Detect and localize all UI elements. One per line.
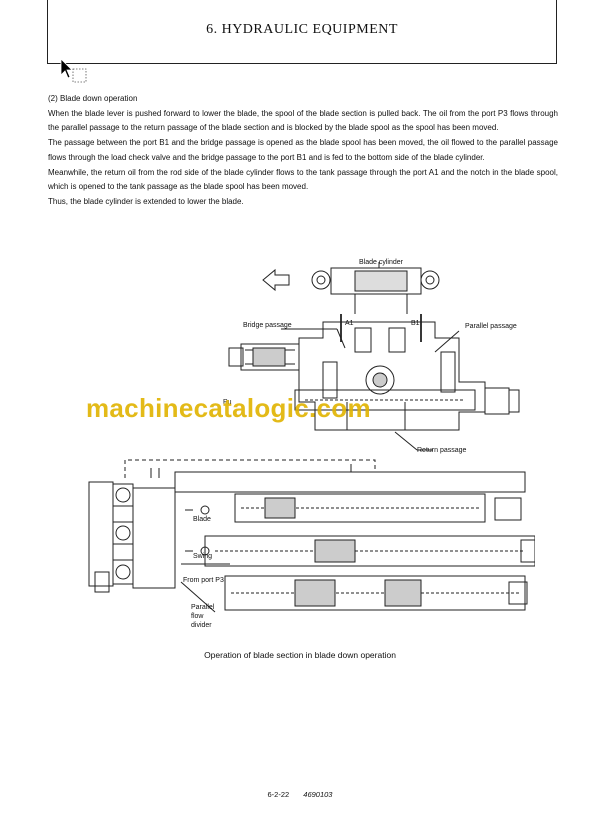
watermark: machinecatalogic.com (86, 393, 371, 423)
label-blade-cylinder: Blade cylinder (359, 259, 404, 266)
label-from-port-p3: From port P3 (183, 577, 224, 584)
label-parallel-flow-divider: flow (191, 613, 204, 620)
header-frame: 6. HYDRAULIC EQUIPMENT (47, 0, 557, 64)
paragraph: Meanwhile, the return oil from the rod s… (48, 167, 558, 192)
paragraph: Thus, the blade cylinder is extended to … (48, 196, 244, 206)
label-a1: A1 (345, 320, 354, 327)
label-bridge-passage: Bridge passage (243, 322, 292, 329)
body-text: (2) Blade down operation When the blade … (48, 92, 558, 210)
mouse-pointer-icon (60, 58, 90, 93)
label-parallel-passage: Parallel passage (465, 323, 517, 330)
blade-cylinder (311, 267, 440, 314)
blade-section-valve (228, 314, 520, 431)
page-footer: 6-2-22 4690103 (0, 790, 600, 799)
control-valve-assembly (88, 459, 536, 613)
arrow-left-icon (262, 268, 290, 292)
label-pu: Pu (223, 399, 232, 406)
paragraph: When the blade lever is pushed forward t… (48, 108, 558, 133)
figure-caption: Operation of blade section in blade down… (204, 650, 396, 660)
paragraph: The passage between the port B1 and the … (48, 138, 558, 162)
hydraulic-diagram: Blade cylinder Bridge passage A1 B1 Para… (55, 252, 536, 649)
page-number: 6-2-22 (267, 790, 290, 799)
label-return-passage: Return passage (417, 447, 467, 454)
label-parallel-flow-divider: divider (191, 622, 212, 629)
label-swing: Swing (193, 553, 212, 560)
label-b1: B1 (411, 320, 420, 327)
label-blade: Blade (193, 516, 211, 523)
section-heading: (2) Blade down operation (48, 94, 138, 103)
label-parallel-flow-divider: Parallel (191, 604, 215, 611)
document-number: 4690103 (303, 790, 333, 799)
page-title: 6. HYDRAULIC EQUIPMENT (206, 22, 398, 37)
